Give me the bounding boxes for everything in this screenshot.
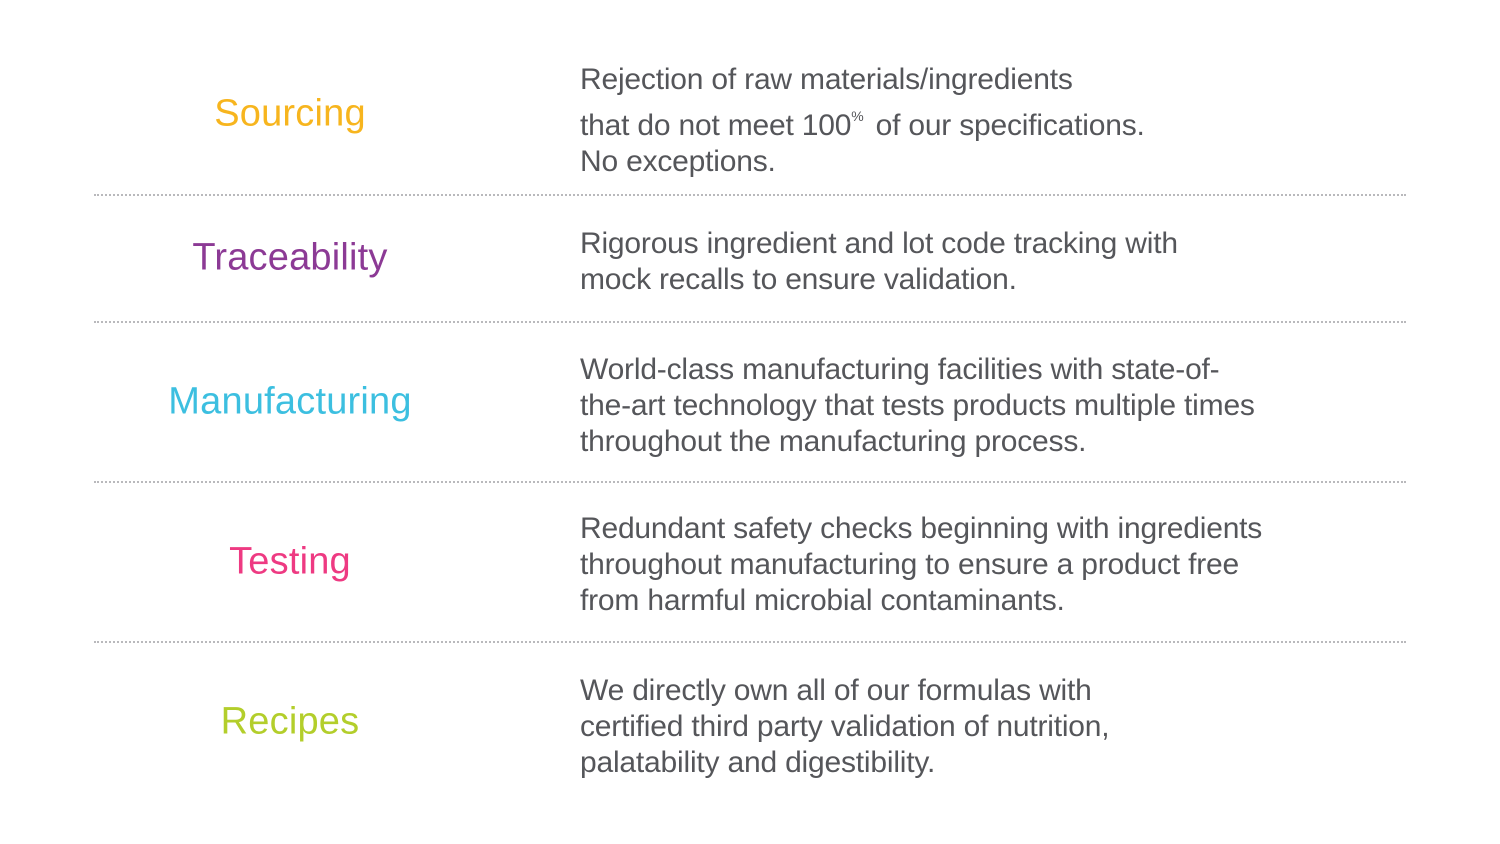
description-line: throughout manufacturing to ensure a pro… — [580, 548, 1239, 581]
description-line: Rigorous ingredient and lot code trackin… — [580, 227, 1178, 260]
description-line: Rejection of raw materials/ingredients — [580, 63, 1073, 96]
row-label-testing: Testing — [229, 540, 351, 583]
row-label-traceability: Traceability — [192, 236, 388, 279]
row-label-recipes: Recipes — [220, 700, 360, 743]
row-label-sourcing: Sourcing — [214, 92, 366, 135]
description-line: from harmful microbial contaminants. — [580, 584, 1065, 617]
description-line: Redundant safety checks beginning with i… — [580, 512, 1263, 545]
description-line: mock recalls to ensure validation. — [580, 263, 1017, 296]
description-line: World-class manufacturing facilities wit… — [580, 353, 1220, 386]
description-line: palatability and digestibility. — [580, 746, 936, 779]
description-line: throughout the manufacturing process. — [580, 425, 1087, 458]
row-label-manufacturing: Manufacturing — [168, 380, 412, 423]
row-description-testing: Redundant safety checks beginning with i… — [580, 511, 1440, 619]
dotted-divider — [94, 641, 1406, 643]
row-description-recipes: We directly own all of our formulas with… — [580, 673, 1440, 781]
description-line: that do not meet 100% of our specificati… — [580, 108, 1145, 142]
description-line: certified third party validation of nutr… — [580, 710, 1110, 743]
dotted-divider — [94, 194, 1406, 196]
percent-superscript: % — [851, 108, 864, 124]
row-description-manufacturing: World-class manufacturing facilities wit… — [580, 352, 1440, 460]
dotted-divider — [94, 481, 1406, 483]
dotted-divider — [94, 321, 1406, 323]
description-line: the-art technology that tests products m… — [580, 389, 1255, 422]
description-line: We directly own all of our formulas with — [580, 674, 1092, 707]
description-line: No exceptions. — [580, 145, 776, 178]
row-description-traceability: Rigorous ingredient and lot code trackin… — [580, 226, 1440, 298]
row-description-sourcing: Rejection of raw materials/ingredients t… — [580, 62, 1440, 180]
